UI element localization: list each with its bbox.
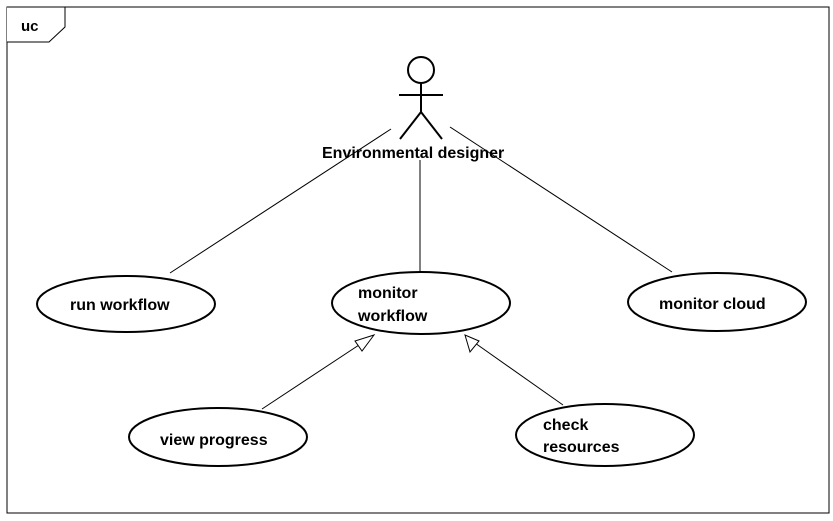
use-case-label: view progress [160,432,268,449]
use-case-view-progress[interactable]: view progress [128,407,308,467]
use-case-label: monitor cloud [659,296,766,313]
use-case-label-line-2: resources [543,439,620,456]
frame-tag: uc [21,18,39,35]
actor-figure [399,56,443,140]
use-case-ellipse [515,403,695,467]
use-case-ellipse [331,271,511,335]
use-case-ellipse [36,275,216,333]
actor-label: Environmental designer [322,145,504,162]
frame-tag-box [7,6,66,43]
use-case-check-resources[interactable]: check resources [515,403,695,467]
use-case-label-line-1: monitor [358,285,418,302]
generalization-check-resources [474,342,564,406]
generalization-arrowhead-check-resources [464,334,480,354]
use-case-monitor-workflow[interactable]: monitor workflow [331,271,511,335]
association-run-workflow [169,128,392,274]
generalization-arrowhead-view-progress [354,334,376,352]
association-monitor-cloud [449,126,673,273]
actor-left-leg [399,111,422,140]
use-case-label-line-2: workflow [357,308,428,325]
use-case-run-workflow[interactable]: run workflow [36,275,216,333]
use-case-monitor-cloud[interactable]: monitor cloud [627,272,807,332]
actor-right-leg [420,111,443,140]
use-case-label-line-1: check [543,417,588,434]
use-case-ellipse [627,272,807,332]
generalization-view-progress [261,342,363,410]
use-case-ellipse [128,407,308,467]
use-case-label: run workflow [70,297,170,314]
